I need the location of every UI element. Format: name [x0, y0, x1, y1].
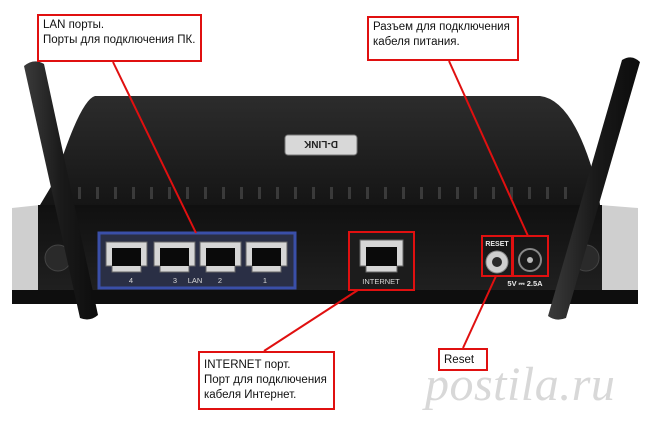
internet-callout-line-2: кабеля Интернет. — [204, 389, 297, 401]
lan-port-holes — [112, 248, 281, 266]
internet-callout-title: INTERNET порт. — [204, 359, 291, 371]
right-side-cap — [600, 205, 638, 292]
lan-callout-title: LAN порты. — [43, 19, 105, 31]
internet-port-label: INTERNET — [362, 277, 400, 286]
lan-callout-description: Порты для подключения ПК. — [43, 34, 196, 46]
internet-leader-line — [263, 289, 359, 352]
vent-slots — [78, 187, 567, 199]
lan-port-number-1: 1 — [263, 276, 267, 285]
power-leader-line — [448, 60, 529, 237]
lan-callout: LAN порты. Порты для подключения ПК. — [37, 14, 202, 62]
reset-leader-line — [462, 275, 497, 349]
panel-base — [12, 290, 638, 304]
left-side-cap — [12, 205, 40, 290]
power-callout: Разъем для подключения кабеля питания. — [367, 16, 519, 61]
lan-label: LAN — [188, 276, 203, 285]
internet-callout-line-1: Порт для подключения — [204, 374, 327, 386]
internet-callout: INTERNET порт. Порт для подключения кабе… — [198, 351, 335, 410]
power-callout-line-2: кабеля питания. — [373, 36, 460, 48]
brand-logo: D-LINK — [303, 138, 338, 149]
power-jack-frame — [512, 235, 549, 277]
lan-port-number-3: 3 — [173, 276, 177, 285]
right-antenna — [548, 57, 640, 320]
lan-port-number-4: 4 — [129, 276, 133, 285]
reset-callout-title: Reset — [444, 354, 475, 366]
internet-port-hole — [366, 247, 397, 266]
callout-leaders — [112, 60, 529, 352]
lan-leader-line — [112, 61, 197, 234]
reset-port-label: RESET — [485, 241, 509, 248]
power-rating-label: 5V ⎓ 2.5A — [507, 279, 543, 288]
power-callout-line-1: Разъем для подключения — [373, 21, 510, 33]
lan-port-number-2: 2 — [218, 276, 222, 285]
left-antenna — [24, 61, 98, 320]
reset-callout: Reset — [438, 348, 488, 371]
logo-plate — [284, 134, 358, 156]
